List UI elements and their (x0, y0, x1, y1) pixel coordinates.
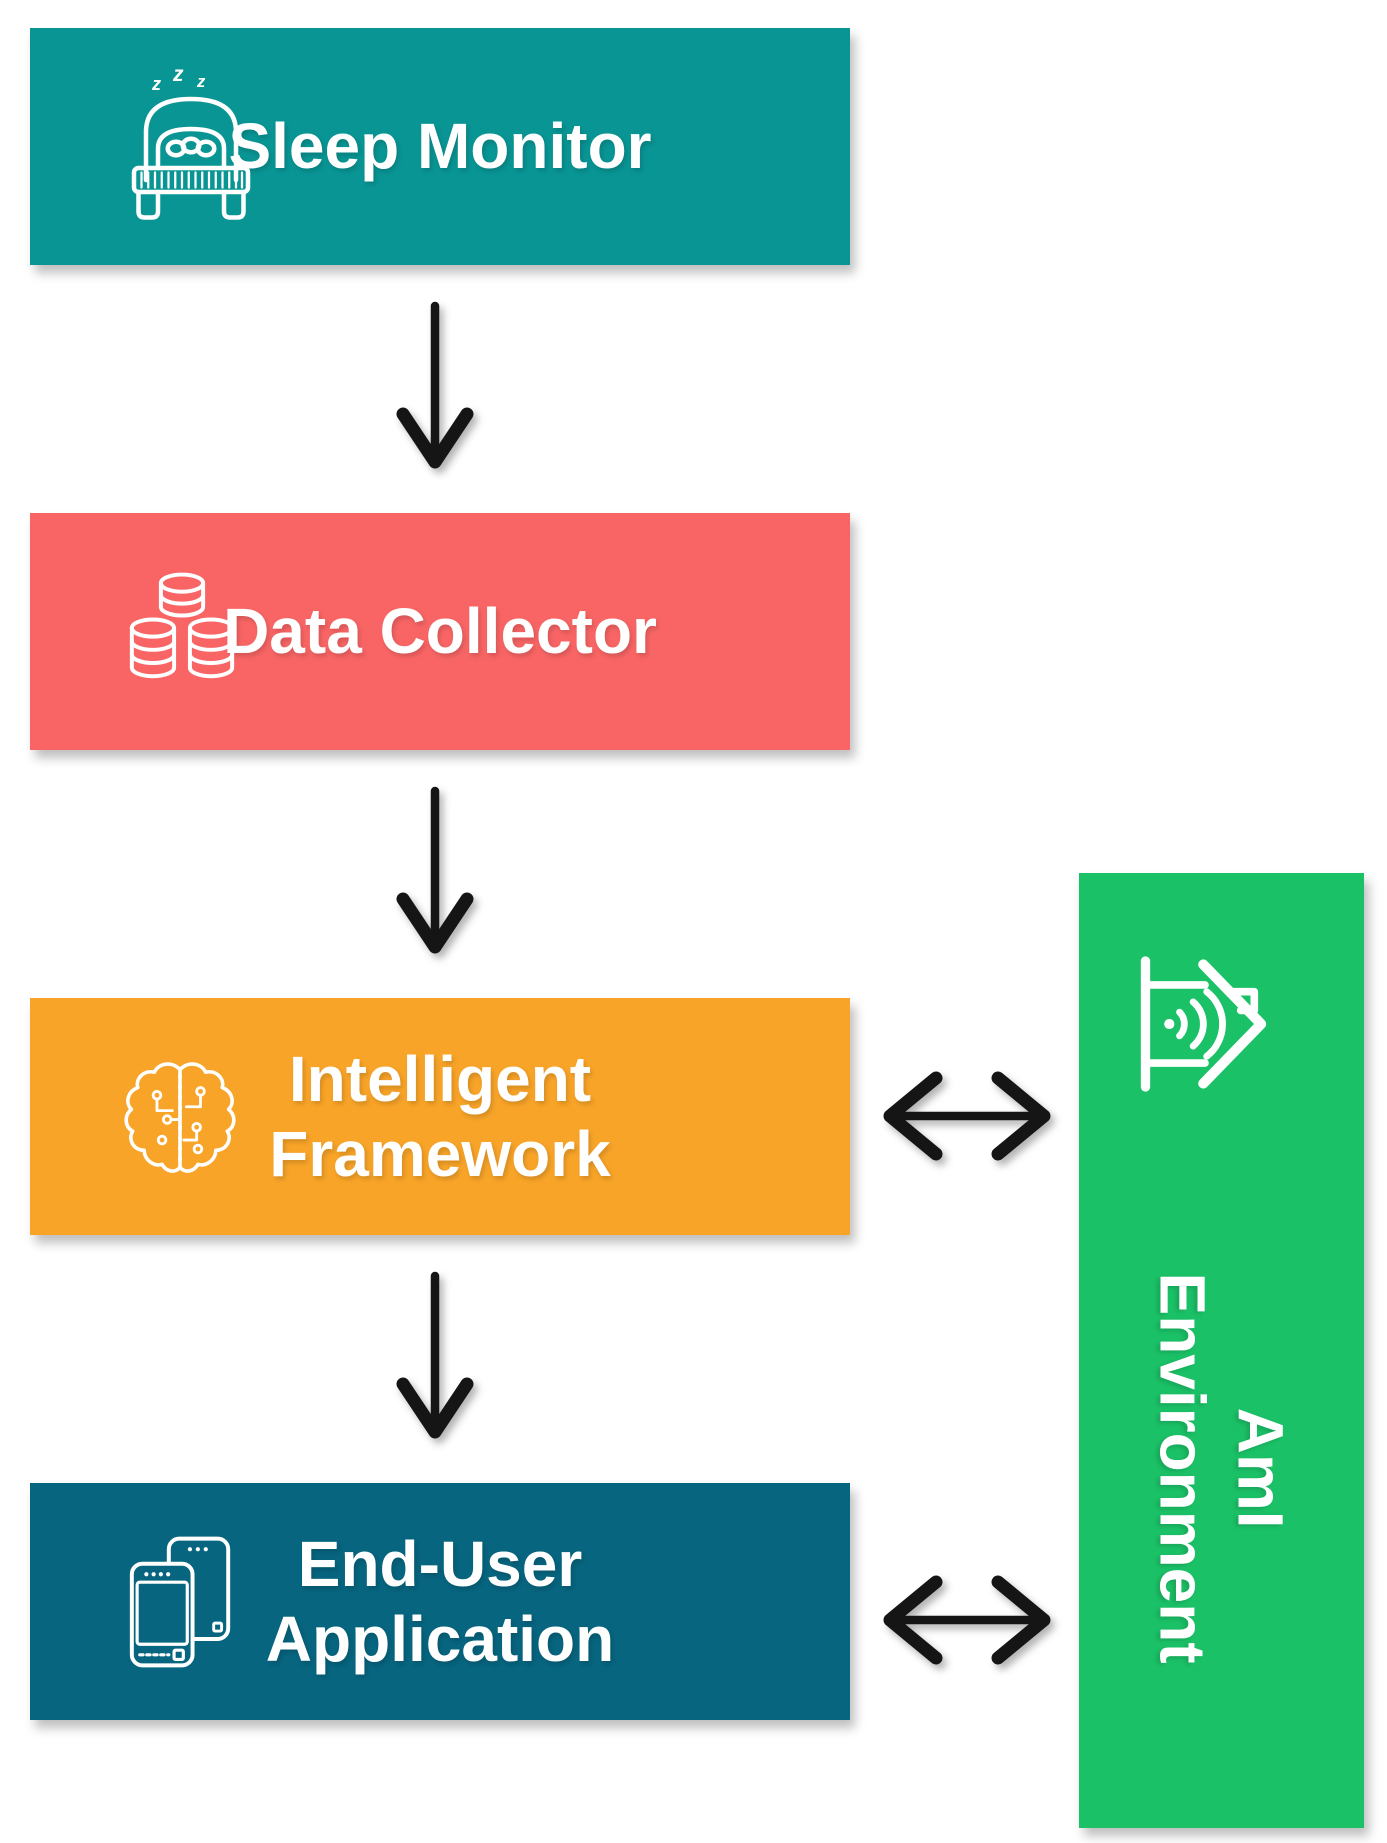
bed-icon: z z z (131, 63, 251, 220)
node-label: End-User Application (266, 1527, 614, 1675)
node-label: Data Collector (223, 595, 657, 668)
node-label-line2: Environment (1146, 1272, 1219, 1665)
arrow-data-to-framework (396, 786, 474, 954)
node-label: Sleep Monitor (228, 110, 652, 183)
arrow-framework-to-app (396, 1271, 474, 1439)
node-label-line1: AmI (1224, 1408, 1297, 1529)
node-sleep-monitor: z z z Sleep Monitor (30, 28, 850, 265)
rotated-label-area: AmI Environment (1079, 1109, 1364, 1828)
brain-icon (124, 1061, 236, 1173)
node-ami-environment: AmI Environment (1079, 873, 1364, 1828)
arrow-app-ami-bidirectional (883, 1575, 1051, 1665)
node-label-line1: Intelligent (288, 1043, 592, 1116)
node-intelligent-framework: Intelligent Framework (30, 998, 850, 1235)
svg-text:z: z (196, 73, 206, 91)
node-label: AmI Environment (1143, 1273, 1299, 1664)
coins-icon (129, 572, 235, 678)
arrow-framework-ami-bidirectional (883, 1071, 1051, 1161)
node-label-line2: Application (265, 1602, 615, 1675)
node-label-line1: End-User (297, 1528, 583, 1601)
svg-text:z: z (172, 63, 184, 86)
smartphones-icon (129, 1536, 231, 1667)
node-label-line2: Framework (269, 1117, 611, 1190)
node-end-user-application: End-User Application (30, 1483, 850, 1720)
smart-home-icon (1140, 956, 1266, 1092)
arrow-sleep-to-data (396, 301, 474, 469)
node-data-collector: Data Collector (30, 513, 850, 750)
svg-text:z: z (151, 74, 161, 94)
node-label: Intelligent Framework (269, 1042, 610, 1190)
